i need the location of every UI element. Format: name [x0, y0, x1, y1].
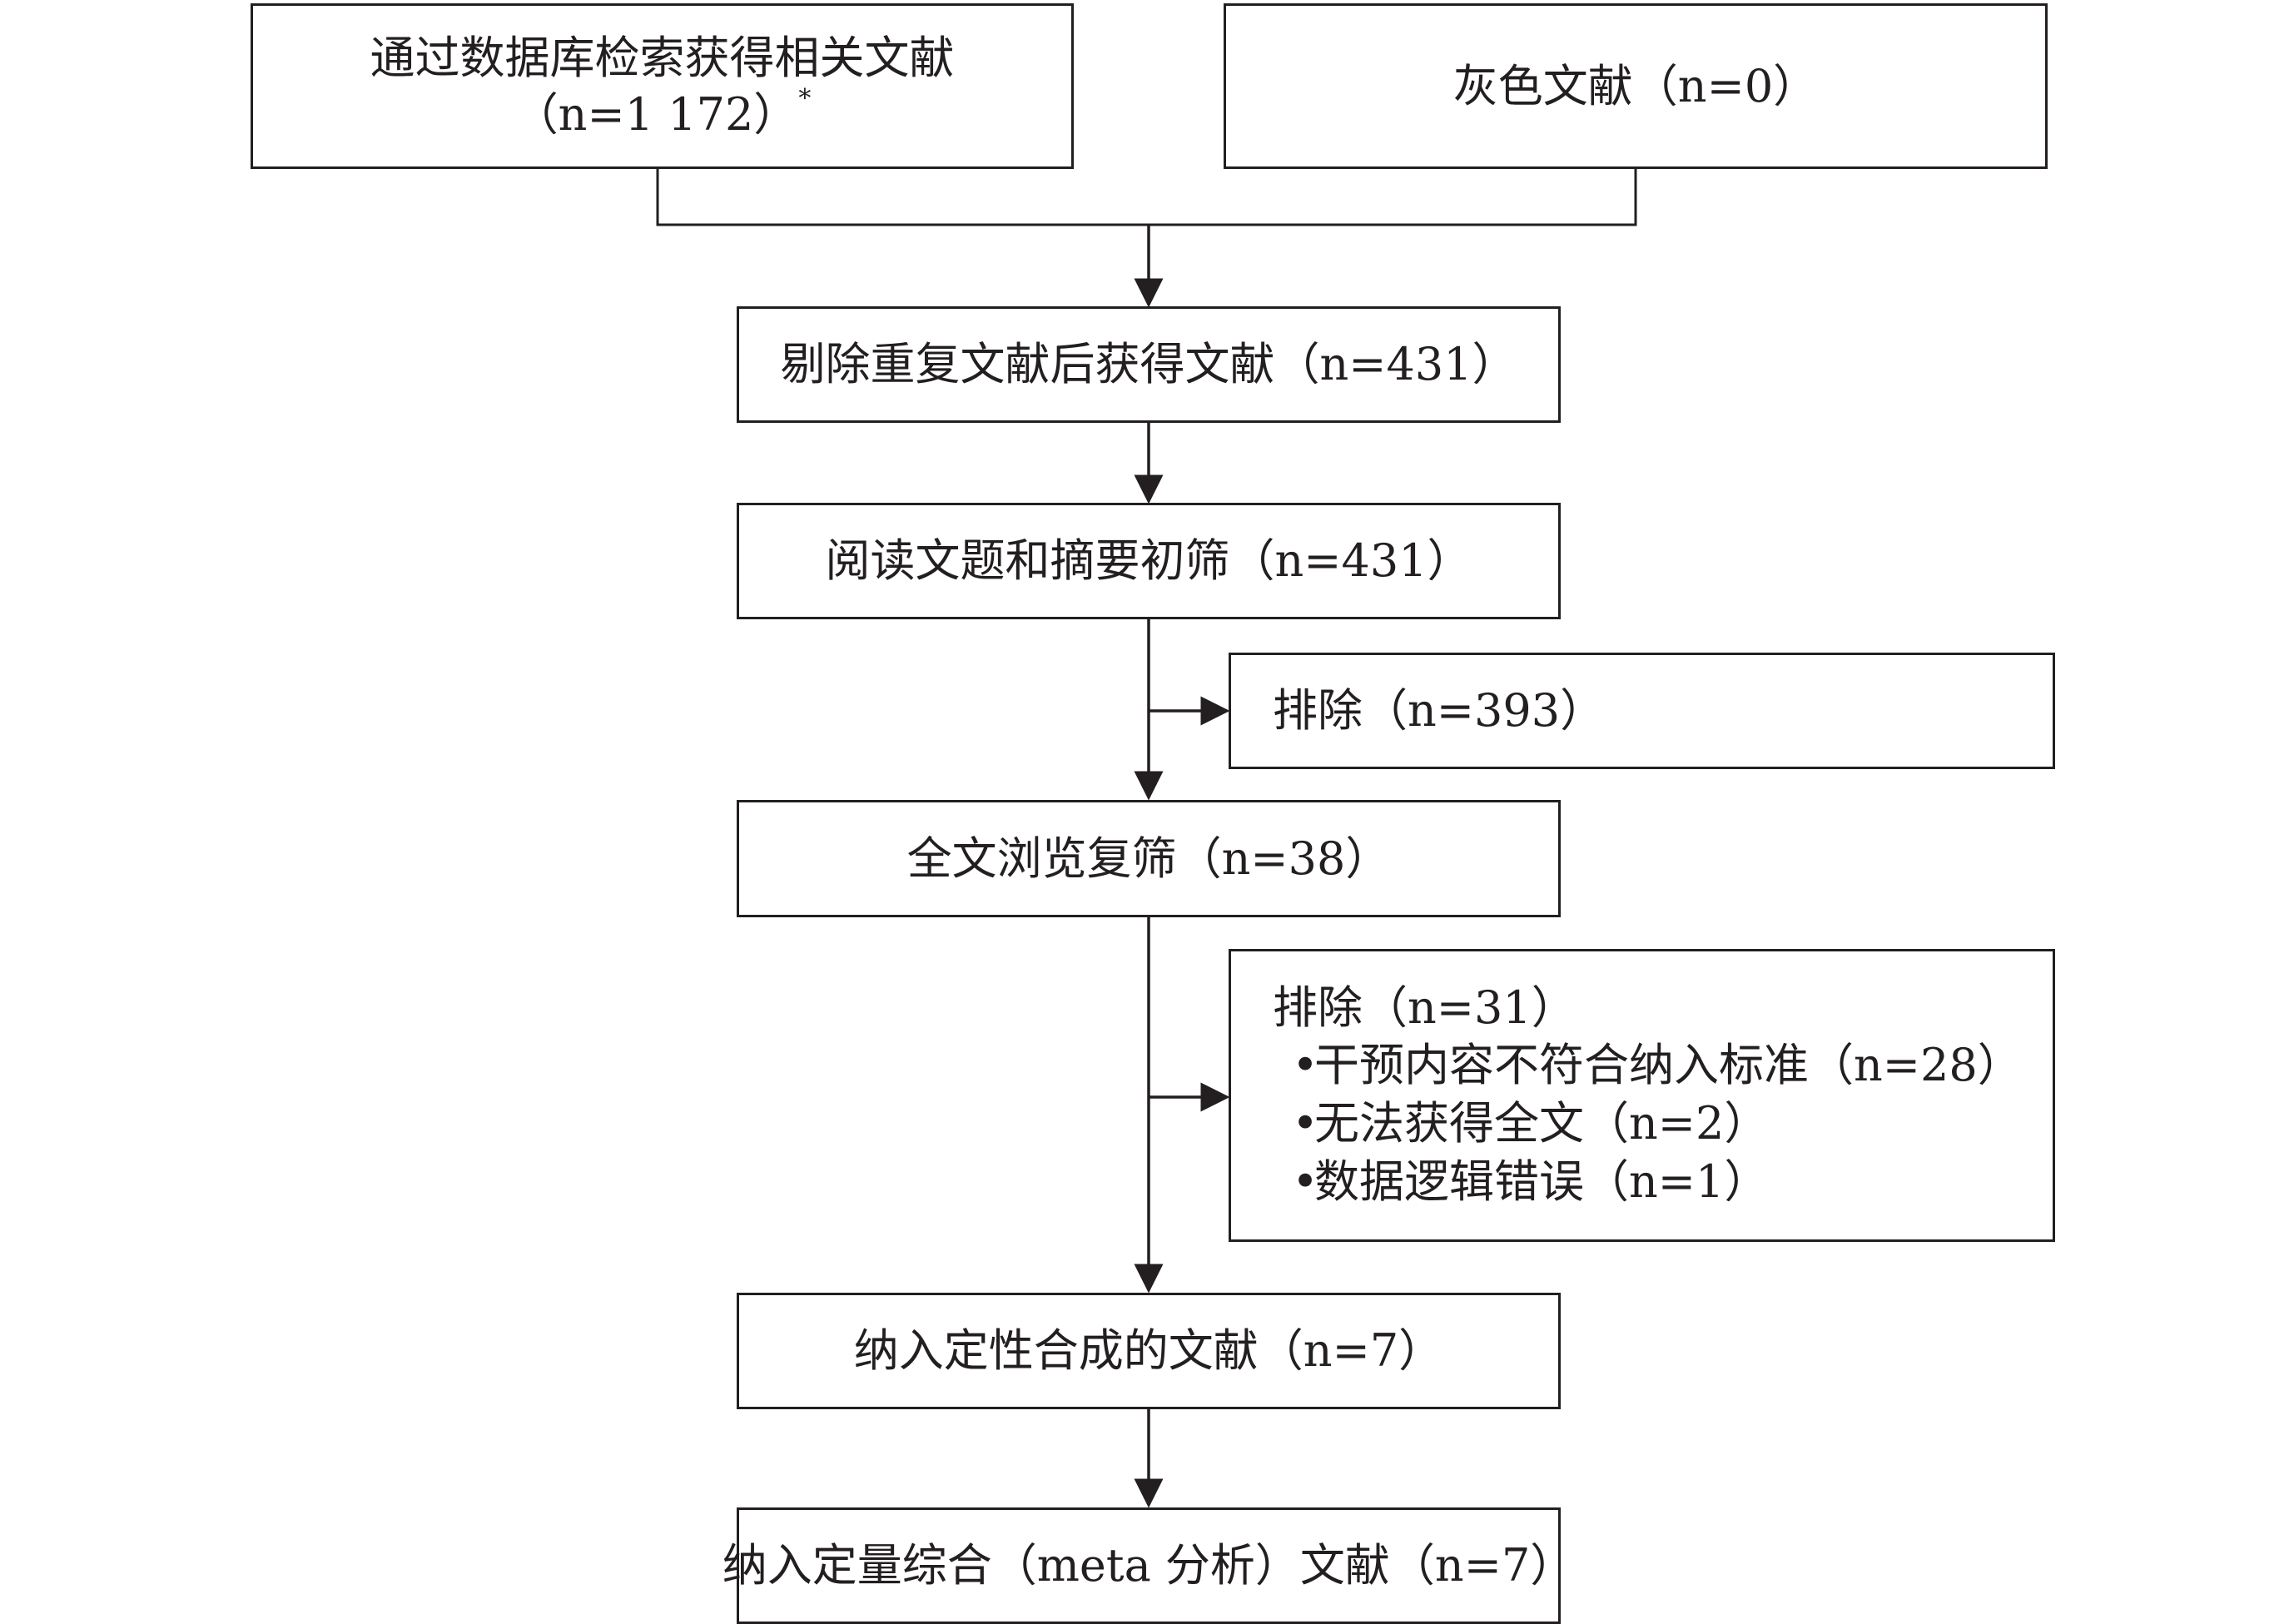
- deduplication-box: 剔除重复文献后获得文献（n=431）: [737, 306, 1561, 423]
- exclusion-reason-item: 干预内容不符合纳入标准（n=28）: [1273, 1036, 2053, 1095]
- exclusion-reason-item: 数据逻辑错误（n=1）: [1273, 1153, 2053, 1211]
- qualitative-synthesis-box: 纳入定性合成的文献（n=7）: [737, 1293, 1561, 1409]
- footnote-marker: *: [798, 83, 812, 113]
- exclusion-reasons-list: 干预内容不符合纳入标准（n=28） 无法获得全文（n=2） 数据逻辑错误（n=1…: [1273, 1036, 2053, 1211]
- exclusion-box-2: 排除（n=31） 干预内容不符合纳入标准（n=28） 无法获得全文（n=2） 数…: [1229, 949, 2055, 1242]
- qualitative-synthesis-label: 纳入定性合成的文献（n=7）: [853, 1324, 1444, 1377]
- fulltext-screening-box: 全文浏览复筛（n=38）: [737, 800, 1561, 917]
- grey-literature-label: 灰色文献（n=0）: [1452, 59, 1819, 112]
- title-abstract-screening-label: 阅读文题和摘要初筛（n=431）: [825, 534, 1472, 587]
- quantitative-synthesis-box: 纳入定量综合（meta 分析）文献（n=7）: [722, 1507, 1575, 1624]
- exclusion-2-label: 排除（n=31）: [1273, 981, 1577, 1034]
- database-search-count: （n=1 172）: [513, 87, 799, 141]
- database-search-box: 通过数据库检索获得相关文献 （n=1 172）*: [251, 3, 1074, 169]
- fulltext-screening-label: 全文浏览复筛（n=38）: [906, 832, 1391, 885]
- exclusion-box-1: 排除（n=393）: [1229, 653, 2055, 769]
- quantitative-synthesis-label: 纳入定量综合（meta 分析）文献（n=7）: [722, 1539, 1576, 1592]
- exclusion-1-label: 排除（n=393）: [1273, 684, 1606, 737]
- deduplication-label: 剔除重复文献后获得文献（n=431）: [780, 338, 1517, 390]
- grey-literature-box: 灰色文献（n=0）: [1224, 3, 2048, 169]
- exclusion-reason-item: 无法获得全文（n=2）: [1273, 1095, 2053, 1153]
- database-search-line1: 通过数据库检索获得相关文献: [370, 31, 955, 84]
- title-abstract-screening-box: 阅读文题和摘要初筛（n=431）: [737, 503, 1561, 619]
- merge-connector: [656, 169, 1637, 226]
